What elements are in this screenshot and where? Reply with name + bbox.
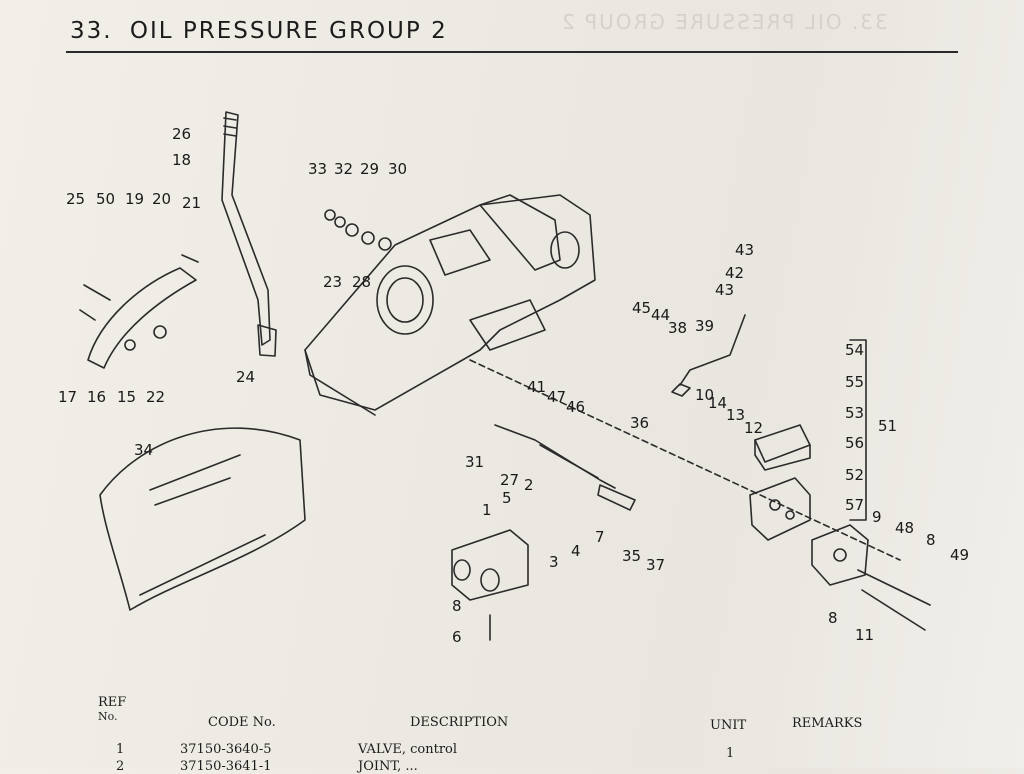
callout-c11: 11: [855, 626, 874, 644]
callout-c5: 5: [502, 489, 512, 507]
code-header: CODE No.: [208, 715, 276, 730]
callout-c54: 54: [845, 341, 864, 359]
callout-c30: 30: [388, 160, 407, 178]
section-title: OIL PRESSURE GROUP 2: [129, 18, 448, 44]
callout-c31: 31: [465, 453, 484, 471]
callout-c38: 38: [668, 319, 687, 337]
title-rule: [66, 51, 958, 53]
callout-c20: 20: [152, 190, 171, 208]
callout-c53: 53: [845, 404, 864, 422]
callout-c44: 44: [651, 306, 670, 324]
housing-boss: [479, 194, 561, 271]
callout-c35: 35: [622, 547, 641, 565]
callout-c8b: 8: [828, 609, 838, 627]
callout-c32: 32: [334, 160, 353, 178]
unit-header: UNIT: [710, 718, 747, 733]
callout-c28: 28: [352, 273, 371, 291]
callout-c22: 22: [146, 388, 165, 406]
callout-c6: 6: [452, 628, 462, 646]
callout-c8a: 8: [926, 531, 936, 549]
ref-header-line1: REF: [98, 695, 127, 710]
remarks-header: REMARKS: [792, 716, 863, 731]
ref-header-line2: No.: [98, 710, 118, 723]
quadrant-plate: [87, 267, 197, 369]
cover-34: [99, 427, 306, 611]
callout-c50: 50: [96, 190, 115, 208]
callout-c14: 14: [708, 394, 727, 412]
callout-c3: 3: [549, 553, 559, 571]
page-title: 33. OIL PRESSURE GROUP 2: [70, 18, 448, 44]
callout-c43b: 43: [715, 281, 734, 299]
callout-c51: 51: [878, 417, 897, 435]
rod-39: [679, 314, 746, 386]
block-53: [754, 424, 811, 463]
callout-c1: 1: [482, 501, 492, 519]
block-52: [749, 477, 811, 541]
callout-c13: 13: [726, 406, 745, 424]
callout-c9: 9: [872, 508, 882, 526]
callout-c23: 23: [323, 273, 342, 291]
bolt-48: [857, 569, 931, 606]
callout-c34: 34: [134, 441, 153, 459]
ref-header: REF No.: [98, 695, 126, 723]
callout-c48: 48: [895, 519, 914, 537]
callout-c18: 18: [172, 151, 191, 169]
bracket-51: [849, 339, 867, 521]
callout-c29: 29: [360, 160, 379, 178]
callout-c25: 25: [66, 190, 85, 208]
block-9: [811, 524, 869, 586]
callout-c7: 7: [595, 528, 605, 546]
callout-c45: 45: [632, 299, 651, 317]
callout-c42: 42: [725, 264, 744, 282]
callout-c57: 57: [845, 496, 864, 514]
callout-c19: 19: [125, 190, 144, 208]
callout-c37: 37: [646, 556, 665, 574]
lever-grip: [223, 117, 237, 137]
callout-c26: 26: [172, 125, 191, 143]
callout-c47: 47: [547, 388, 566, 406]
callout-c39: 39: [695, 317, 714, 335]
callout-c33: 33: [308, 160, 327, 178]
control-valve-1: [451, 529, 529, 601]
callout-c41: 41: [527, 378, 546, 396]
assembly-axis: [469, 359, 901, 561]
callout-c16: 16: [87, 388, 106, 406]
description-header: DESCRIPTION: [410, 715, 509, 730]
row-1-unit: 1: [726, 746, 735, 761]
callout-c2: 2: [524, 476, 534, 494]
row-1-ref: 1: [116, 742, 125, 757]
section-number: 33.: [70, 18, 113, 44]
callout-c55: 55: [845, 373, 864, 391]
main-housing: [304, 194, 596, 411]
callout-c4: 4: [571, 542, 581, 560]
callout-c56: 56: [845, 434, 864, 452]
callout-c27: 27: [500, 471, 519, 489]
callout-c46: 46: [566, 398, 585, 416]
callout-c15: 15: [117, 388, 136, 406]
callout-c21: 21: [182, 194, 201, 212]
callout-c36: 36: [630, 414, 649, 432]
callout-c17: 17: [58, 388, 77, 406]
row-1-code: 37150-3640-5: [180, 742, 272, 757]
lever-arm: [221, 111, 271, 346]
row-2-code: 37150-3641-1: [180, 759, 272, 774]
callout-c10: 10: [695, 386, 714, 404]
callout-c52: 52: [845, 466, 864, 484]
row-2-description: JOINT, ...: [358, 759, 418, 774]
row-1-description: VALVE, control: [358, 742, 458, 757]
callout-c49: 49: [950, 546, 969, 564]
callout-c43a: 43: [735, 241, 754, 259]
callout-c8c: 8: [452, 597, 462, 615]
row-2-ref: 2: [116, 759, 125, 774]
bolt-11: [861, 589, 926, 631]
callout-c12: 12: [744, 419, 763, 437]
callout-c24: 24: [236, 368, 255, 386]
lever-foot: [257, 324, 277, 357]
